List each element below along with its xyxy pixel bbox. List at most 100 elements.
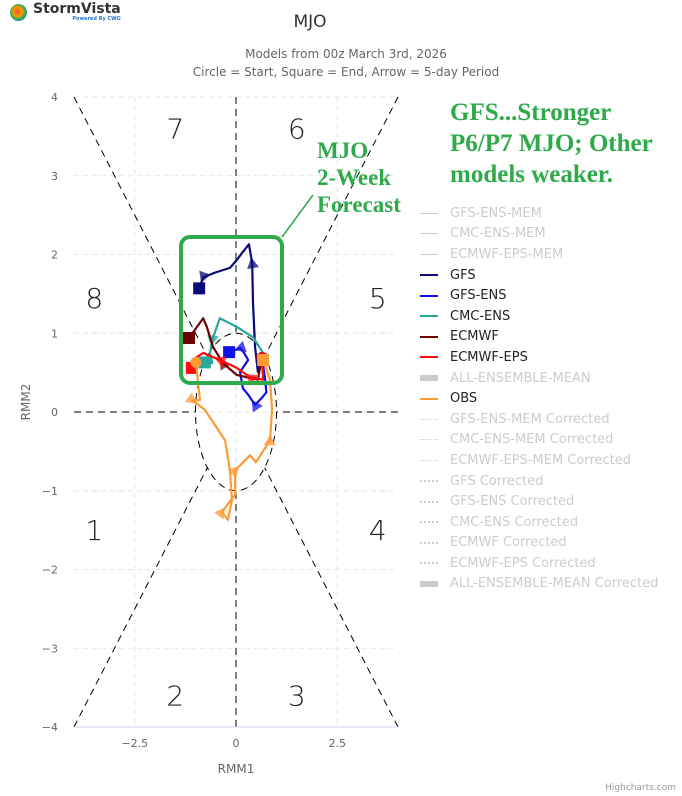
chart-subtitle-line2: Circle = Start, Square = End, Arrow = 5-…: [193, 65, 499, 79]
series-line: [204, 317, 265, 365]
arrow-marker: [214, 507, 226, 520]
legend-symbol-icon: [420, 233, 438, 235]
legend-symbol-icon: [420, 274, 438, 277]
legend-label: ALL-ENSEMBLE-MEAN Corrected: [450, 576, 659, 592]
y-tick-label: 0: [51, 406, 58, 419]
phase-boundary-diagonal: [264, 96, 399, 357]
forecast-highlight-box: [179, 235, 284, 385]
phase-label-1: 1: [85, 514, 103, 547]
brand-tagline: Powered By CWG: [72, 16, 121, 22]
legend-label: ALL-ENSEMBLE-MEAN: [450, 370, 591, 386]
box-annotation-line: 2-Week: [317, 165, 392, 190]
chart-legend: GFS-ENS-MEM CMC-ENS-MEM ECMWF-EPS-MEM GFS GF…: [420, 203, 658, 594]
annotation-connector: [281, 194, 314, 238]
legend-label: GFS-ENS-MEM: [450, 205, 542, 221]
start-marker-circle: [190, 356, 202, 368]
box-annotation-line: MJO: [317, 138, 369, 163]
y-tick-label: 4: [51, 91, 58, 104]
x-tick-label: 2.5: [329, 737, 347, 750]
legend-symbol-icon: [420, 541, 438, 544]
highcharts-credit[interactable]: Highcharts.com: [605, 783, 676, 793]
legend-item-ecmwf[interactable]: ECMWF: [420, 327, 658, 348]
legend-item-ecmwf-eps-mem-corrected[interactable]: ECMWF-EPS-MEM Corrected: [420, 450, 658, 471]
phase-label-3: 3: [288, 680, 306, 713]
series-obs: [184, 354, 276, 521]
legend-symbol-icon: [420, 439, 438, 441]
y-tick-label: 2: [51, 249, 58, 262]
legend-symbol-icon: [420, 253, 438, 255]
legend-item-all-ensemble-mean[interactable]: ALL-ENSEMBLE-MEAN: [420, 368, 658, 389]
legend-item-obs[interactable]: OBS: [420, 388, 658, 409]
legend-label: ECMWF Corrected: [450, 535, 567, 551]
arrow-marker: [245, 373, 258, 386]
legend-symbol-icon: [420, 521, 438, 524]
legend-label: GFS-ENS Corrected: [450, 494, 575, 510]
legend-item-gfs-ens-mem[interactable]: GFS-ENS-MEM: [420, 203, 658, 224]
legend-symbol-icon: [420, 356, 438, 359]
arrow-marker: [214, 356, 227, 368]
headline-annotation: GFS...Stronger P6/P7 MJO; Other models w…: [450, 97, 653, 190]
legend-item-ecmwf-corrected[interactable]: ECMWF Corrected: [420, 533, 658, 554]
headline-line: models weaker.: [450, 161, 613, 188]
end-marker-square: [183, 331, 196, 344]
arrow-marker: [247, 257, 259, 270]
box-annotation: MJO 2-Week Forecast: [317, 137, 401, 218]
phase-label-8: 8: [85, 282, 103, 315]
legend-item-gfs-corrected[interactable]: GFS Corrected: [420, 471, 658, 492]
legend-label: GFS: [450, 267, 476, 283]
legend-symbol-icon: [420, 418, 438, 420]
phase-boundary-diagonal: [264, 467, 399, 728]
legend-item-gfs-ens[interactable]: GFS-ENS: [420, 285, 658, 306]
y-axis-title: RMM2: [19, 384, 33, 421]
phase-label-2: 2: [166, 680, 184, 713]
globe-icon: [10, 4, 27, 21]
legend-item-ecmwf-eps-corrected[interactable]: ECMWF-EPS Corrected: [420, 553, 658, 574]
x-tick-label: −2.5: [121, 737, 148, 750]
end-marker-square: [257, 354, 270, 367]
legend-symbol-icon: [420, 500, 438, 503]
y-tick-label: −1: [42, 485, 58, 498]
legend-label: CMC-ENS: [450, 308, 511, 324]
legend-item-cmc-ens-mem[interactable]: CMC-ENS-MEM: [420, 224, 658, 245]
legend-label: GFS Corrected: [450, 473, 544, 489]
arrow-marker: [184, 392, 198, 404]
series-line: [198, 243, 263, 373]
phase-label-6: 6: [288, 113, 306, 146]
series-line: [190, 351, 265, 381]
legend-label: CMC-ENS-MEM Corrected: [450, 432, 614, 448]
legend-item-cmc-ens-mem-corrected[interactable]: CMC-ENS-MEM Corrected: [420, 430, 658, 451]
legend-label: GFS-ENS: [450, 288, 507, 304]
legend-label: OBS: [450, 391, 478, 407]
end-marker-square: [223, 346, 236, 359]
legend-symbol-icon: [420, 335, 438, 338]
legend-item-ecmwf-eps-mem[interactable]: ECMWF-EPS-MEM: [420, 244, 658, 265]
legend-label: ECMWF-EPS: [450, 349, 528, 365]
legend-item-cmc-ens[interactable]: CMC-ENS: [420, 306, 658, 327]
legend-label: GFS-ENS-MEM Corrected: [450, 411, 610, 427]
legend-label: ECMWF-EPS Corrected: [450, 555, 596, 571]
legend-item-gfs[interactable]: GFS: [420, 265, 658, 286]
y-tick-label: −3: [42, 642, 58, 655]
legend-symbol-icon: [420, 459, 438, 461]
phase-label-4: 4: [369, 514, 387, 547]
legend-label: CMC-ENS-MEM: [450, 226, 546, 242]
legend-symbol-icon: [420, 480, 438, 483]
phase-label-7: 7: [166, 113, 184, 146]
legend-symbol-icon: [420, 212, 438, 214]
legend-item-all-ensemble-mean-corrected[interactable]: ALL-ENSEMBLE-MEAN Corrected: [420, 574, 658, 595]
legend-symbol-icon: [420, 562, 438, 565]
arrow-marker: [251, 399, 263, 413]
arrow-marker: [199, 270, 211, 283]
y-tick-label: 3: [51, 170, 58, 183]
legend-item-gfs-ens-mem-corrected[interactable]: GFS-ENS-MEM Corrected: [420, 409, 658, 430]
legend-symbol-icon: [420, 375, 438, 382]
legend-item-ecmwf-eps[interactable]: ECMWF-EPS: [420, 347, 658, 368]
legend-symbol-icon: [420, 315, 438, 318]
legend-symbol-icon: [420, 580, 438, 587]
y-tick-label: −2: [42, 564, 58, 577]
arrow-marker: [263, 434, 276, 446]
legend-item-gfs-ens-corrected[interactable]: GFS-ENS Corrected: [420, 491, 658, 512]
legend-item-cmc-ens-corrected[interactable]: CMC-ENS Corrected: [420, 512, 658, 533]
